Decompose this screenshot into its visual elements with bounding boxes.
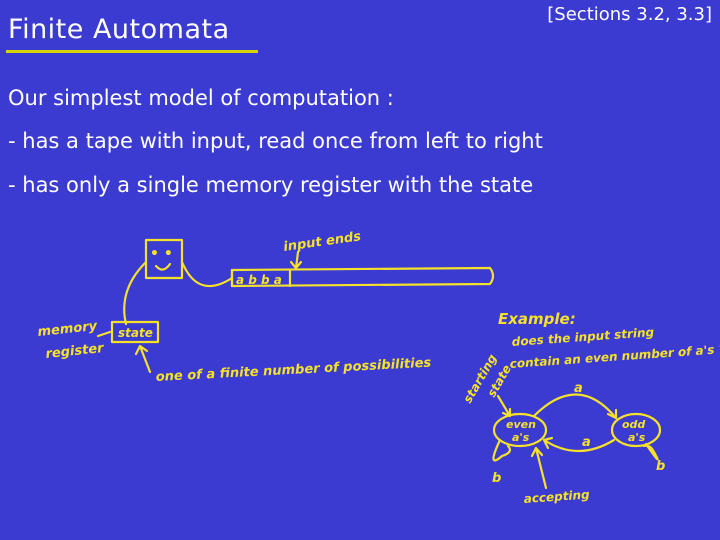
example-question-line1: does the input string [511, 325, 655, 349]
edge-even-to-odd [532, 393, 618, 420]
state-box [110, 320, 160, 344]
example-heading: Example: [498, 310, 576, 328]
face-eyes: • • [150, 246, 173, 262]
section-reference: [Sections 3.2, 3.3] [547, 4, 712, 25]
accepting-label: accepting [523, 487, 590, 506]
intro-text: Our simplest model of computation : [8, 86, 394, 110]
title-underline [6, 50, 258, 53]
state-odd-label: odd [622, 418, 645, 431]
register-label: register [45, 341, 106, 362]
input-ends-arrow [289, 250, 303, 270]
tape [230, 266, 495, 288]
state-even-sub: a's [512, 431, 530, 444]
state-even-circle [492, 412, 548, 448]
loop-even-label: b [492, 471, 501, 486]
loop-even [492, 438, 512, 462]
edge-bottom-label: a [582, 435, 591, 450]
state-odd-circle [610, 412, 662, 448]
accepting-arrow [530, 446, 548, 490]
state-label: state [118, 326, 153, 340]
memory-label: memory [37, 319, 98, 340]
input-ends-label: input ends [282, 229, 362, 255]
start-arrow [496, 394, 512, 418]
reading-head-box [144, 238, 184, 280]
edge-odd-to-even [542, 436, 616, 452]
state-even-label: even [506, 418, 536, 431]
edge-top-label: a [574, 381, 583, 396]
face-smile [154, 262, 172, 271]
loop-odd-label: b [656, 459, 665, 474]
tape-symbols: a b b a [236, 273, 282, 287]
state-odd-sub: a's [628, 431, 646, 444]
bullet-tape: - has a tape with input, read once from … [8, 129, 543, 153]
possibilities-arrow [134, 344, 152, 374]
possibilities-label: one of a finite number of possibilities [155, 356, 431, 385]
loop-odd [642, 442, 659, 461]
head-state-link [123, 260, 148, 326]
head-tape-link [180, 260, 234, 288]
bullet-memory: - has only a single memory register with… [8, 173, 534, 197]
slide-title: Finite Automata [8, 14, 230, 45]
